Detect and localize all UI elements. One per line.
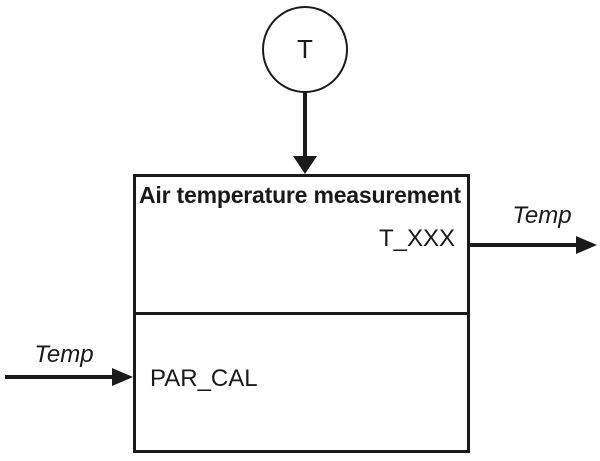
block-title: Air temperature measurement [139, 182, 461, 208]
sensor-label: T [297, 34, 313, 64]
output-variable-label: T_XXX [378, 225, 455, 252]
input-arrow-line [5, 375, 113, 379]
block-divider [135, 312, 468, 315]
sensor-connector-line [303, 91, 307, 159]
parameter-variable-label: PAR_CAL [150, 365, 258, 392]
input-arrowhead-icon [112, 368, 133, 386]
measurement-function-block: Air temperature measurement T_XXX PAR_CA… [133, 174, 470, 453]
output-arrow-line [470, 243, 578, 247]
output-signal-label: Temp [512, 202, 572, 229]
down-arrowhead-icon [293, 156, 317, 174]
temperature-sensor-circle: T [262, 6, 348, 93]
output-arrowhead-icon [576, 236, 597, 254]
input-signal-label: Temp [34, 341, 94, 368]
